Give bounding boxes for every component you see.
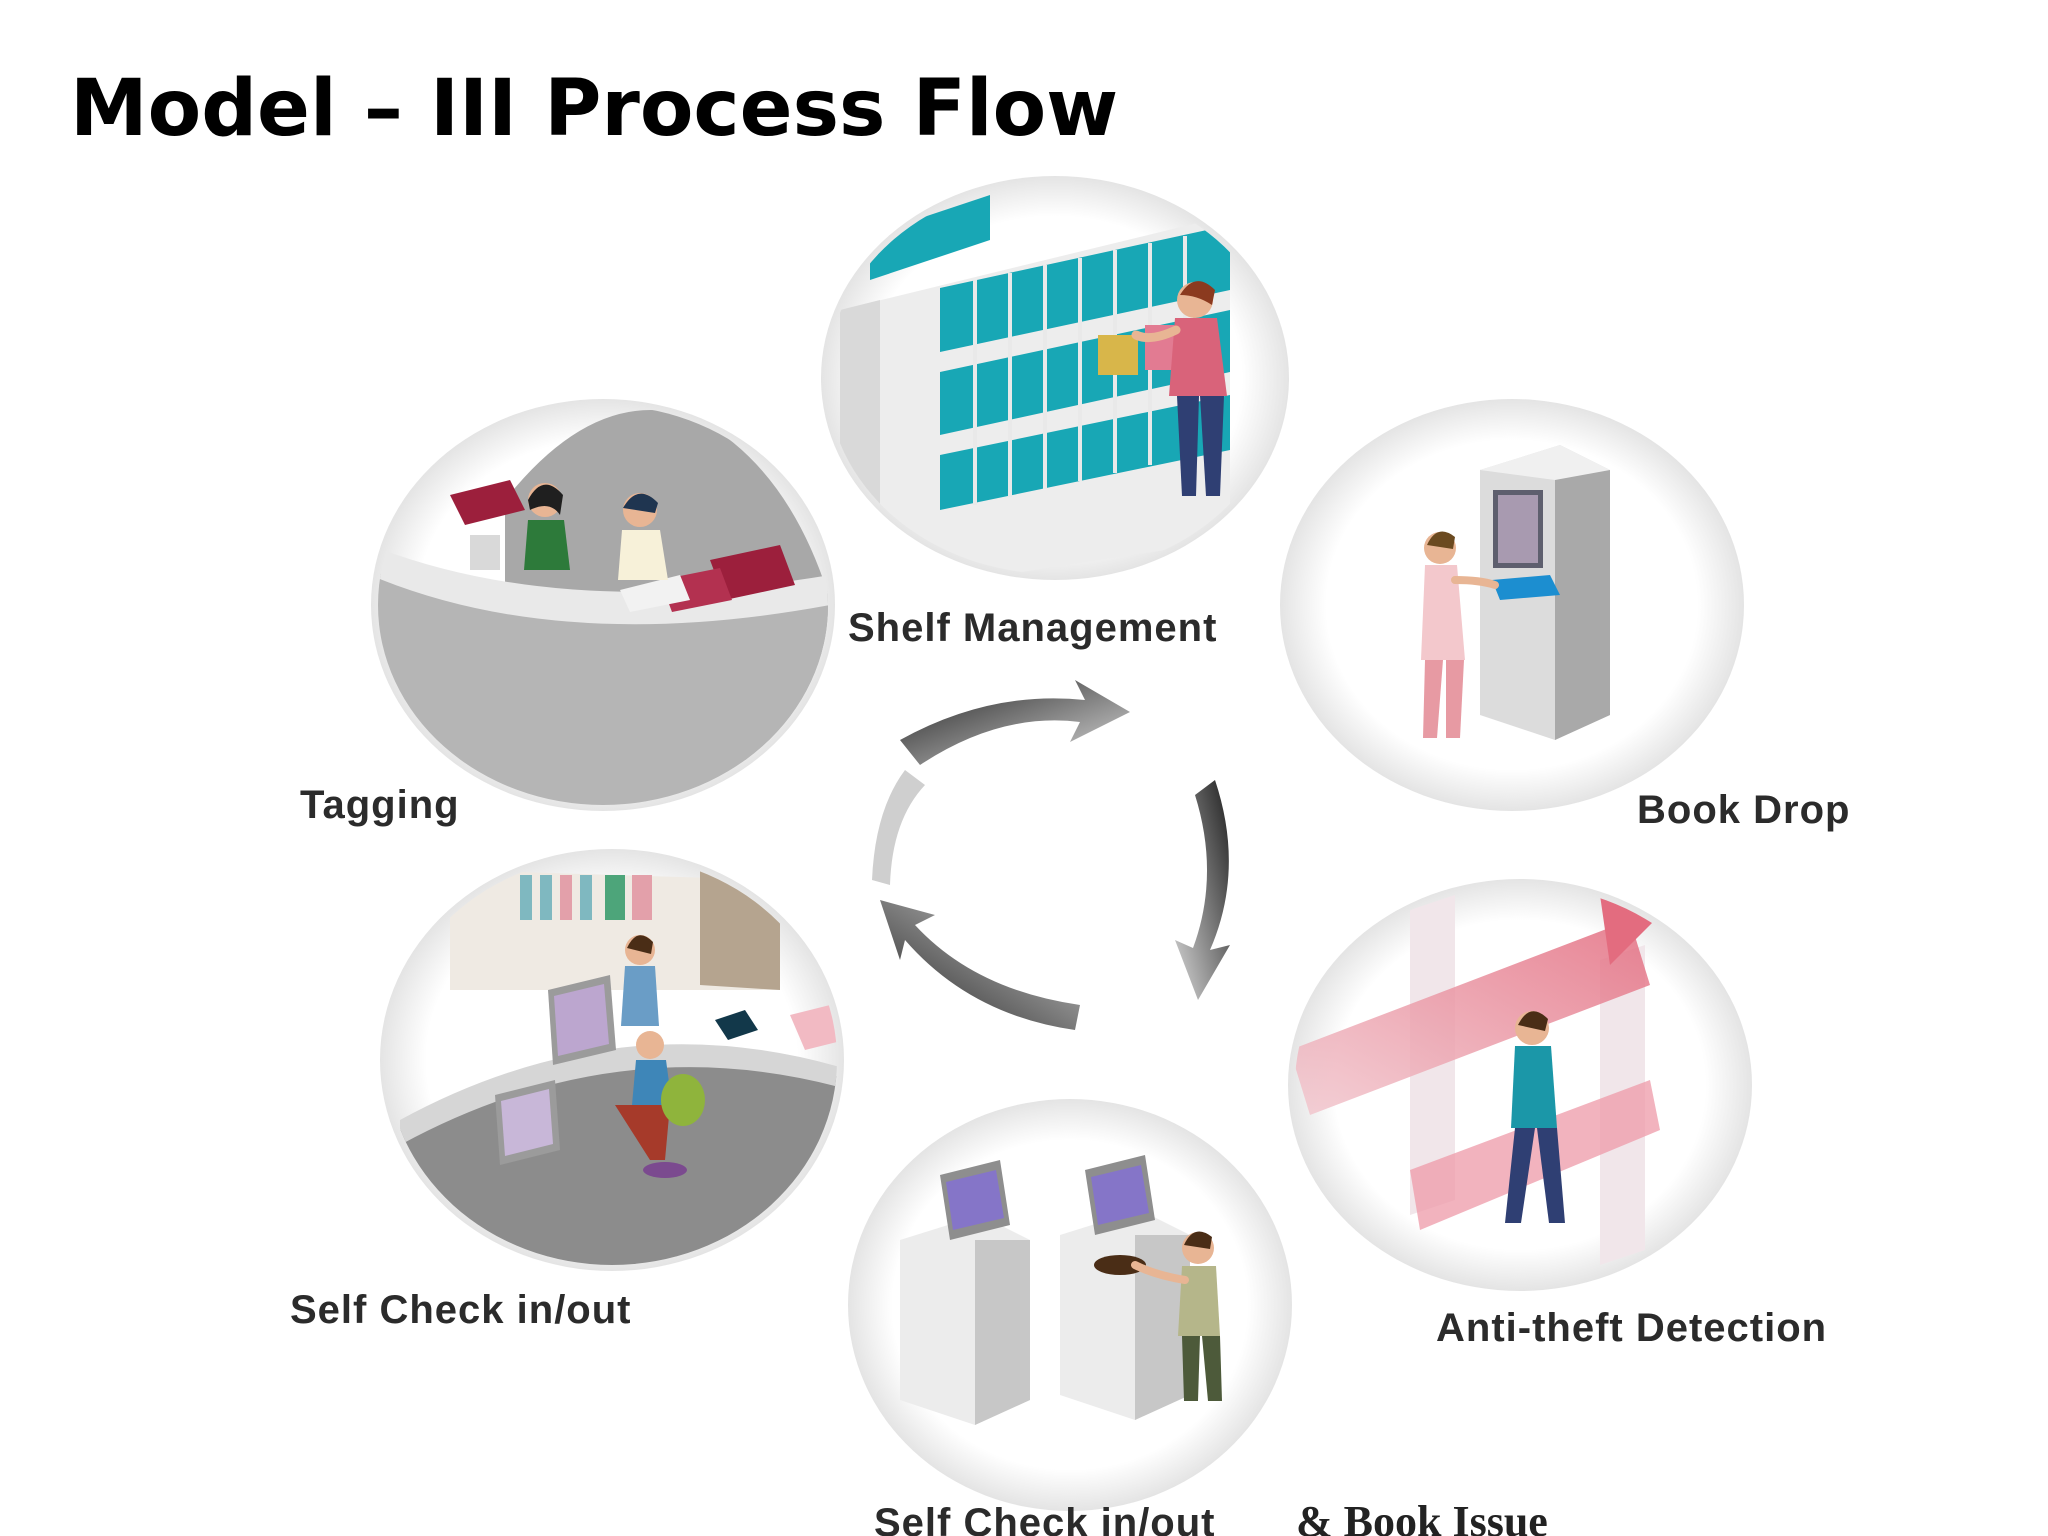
stage-self-check-book-issue bbox=[848, 1099, 1292, 1511]
page-title: Model – III Process Flow bbox=[70, 64, 1119, 154]
stage-label-self-check-book-issue: Self Check in/out bbox=[874, 1501, 1216, 1536]
cycle-arrows-icon bbox=[872, 680, 1230, 1030]
stage-book-drop bbox=[1280, 399, 1744, 811]
security-gate-icon bbox=[1295, 895, 1660, 1265]
stage-label-anti-theft-detection: Anti-theft Detection bbox=[1436, 1306, 1828, 1350]
workstation-icon bbox=[400, 870, 837, 1265]
stage-label-self-check: Self Check in/out bbox=[290, 1288, 632, 1332]
stage-self-check bbox=[380, 849, 844, 1271]
book-drop-kiosk-icon bbox=[1421, 445, 1610, 740]
stage-label-shelf-management: Shelf Management bbox=[848, 606, 1218, 650]
bookshelf-icon bbox=[840, 195, 1230, 574]
stage-anti-theft-detection bbox=[1288, 879, 1752, 1291]
stage-shelf-management bbox=[821, 176, 1289, 580]
tagging-desk-icon bbox=[378, 410, 828, 805]
stage-label-tagging: Tagging bbox=[300, 783, 460, 827]
self-check-kiosk-icon bbox=[900, 1155, 1222, 1425]
stage-tagging bbox=[371, 399, 835, 811]
stage-label-book-issue-suffix: & Book Issue bbox=[1296, 1497, 1548, 1536]
stage-label-book-drop: Book Drop bbox=[1637, 788, 1851, 832]
